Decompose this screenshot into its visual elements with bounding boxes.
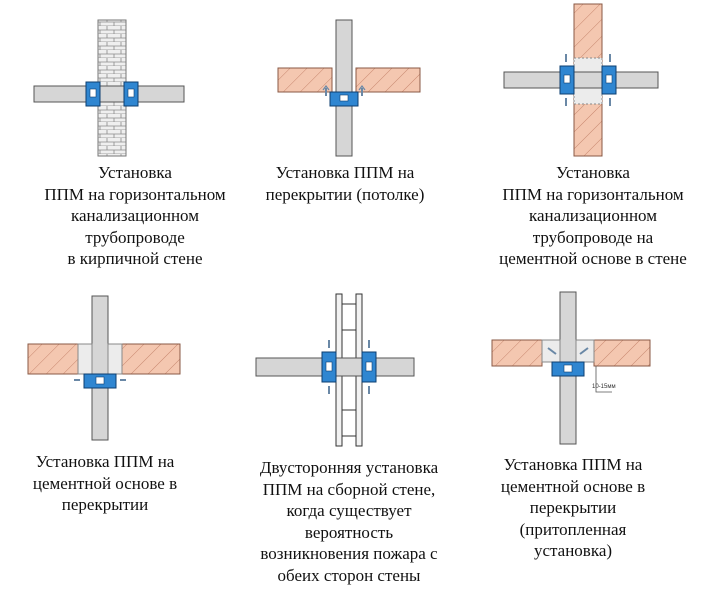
cement-wall-diagram: [503, 3, 659, 157]
horizontal-pipe: [33, 85, 185, 103]
vertical-pipe: [91, 295, 109, 441]
vertical-pipe: [335, 19, 353, 157]
caption-cement-floor: Установка ППМ на цементной основе в пере…: [32, 452, 178, 514]
double-sided-diagram: [255, 293, 415, 447]
floor-slab: [491, 339, 543, 367]
caption-double-sided: Двусторонняя установка ППМ на сборной ст…: [259, 458, 439, 585]
caption-brick-wall: Установка ППМ на горизонтальном канализа…: [44, 163, 226, 268]
recess-depth-note: 10-15мм: [592, 384, 616, 390]
ceiling-slab: [277, 67, 333, 93]
floor-slab: [27, 343, 79, 375]
caption-recessed: Установка ППМ на цементной основе в пере…: [500, 455, 646, 560]
recessed-diagram: 10-15мм: [491, 291, 651, 445]
caption-ceiling: Установка ППМ на перекрытии (потолке): [265, 163, 425, 204]
cement-floor-diagram: [27, 295, 181, 441]
caption-cement-wall: Установка ППМ на горизонтальном канализа…: [499, 163, 687, 268]
brick-wall-diagram: [33, 19, 185, 157]
ceiling-diagram: [277, 19, 421, 157]
horizontal-pipe: [503, 71, 659, 89]
